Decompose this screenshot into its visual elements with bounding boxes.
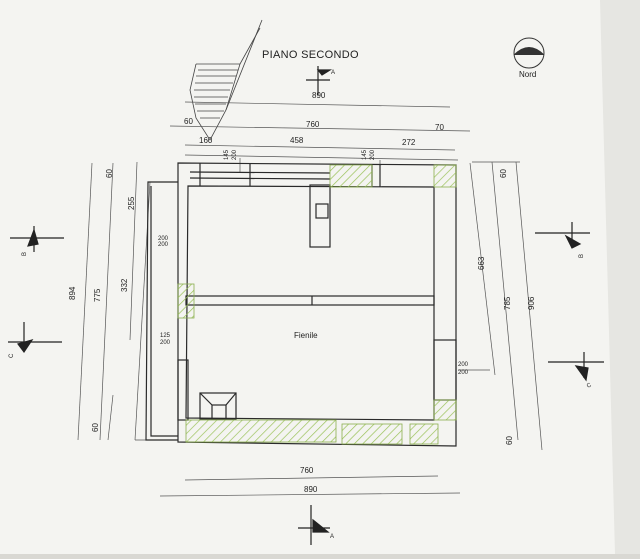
section-marker-b-right [535, 222, 590, 249]
section-label-a-top: A [331, 70, 335, 76]
dim-top-760: 760 [306, 120, 320, 129]
bottom-dimension-lines [159, 475, 461, 497]
dim-left-200-b: 200 [158, 242, 169, 248]
dim-left-894: 894 [68, 286, 77, 300]
dim-left-60-top: 60 [105, 169, 114, 178]
hatched-walls [177, 164, 457, 445]
dim-left-60-bottom: 60 [91, 423, 100, 432]
dim-left-775: 775 [93, 288, 102, 302]
dim-right-785: 785 [503, 296, 512, 310]
dim-left-332: 332 [120, 278, 129, 292]
dim-left-200-c: 200 [160, 340, 171, 346]
section-marker-b-left [10, 226, 64, 252]
dim-right-906: 906 [527, 296, 536, 310]
right-dimension-lines [458, 161, 543, 451]
section-marker-a-top [306, 66, 333, 95]
section-label-c-left: C [9, 353, 15, 358]
section-label-b-right: B [579, 254, 585, 258]
dim-top-458: 458 [290, 136, 304, 145]
dim-bottom-890: 890 [304, 485, 318, 494]
dim-top-890: 890 [312, 91, 326, 100]
paper-shadow [600, 0, 640, 554]
section-marker-c-right [548, 352, 604, 382]
section-label-b-left: B [22, 252, 28, 256]
plan-title: PIANO SECONDO [262, 49, 359, 61]
section-marker-c-left [8, 322, 62, 354]
dim-left-255: 255 [127, 196, 136, 210]
dim-right-60-top: 60 [499, 169, 508, 178]
dim-right-200-a: 200 [458, 362, 469, 368]
section-marker-a-bottom [298, 505, 330, 545]
staircase [189, 19, 263, 141]
dim-right-200-b: 200 [458, 370, 469, 376]
dim-top-145-b: 145 [362, 149, 368, 160]
room-label: Fienile [294, 331, 318, 340]
dim-right-60-bottom: 60 [505, 436, 514, 445]
dim-top-145-a: 145 [224, 149, 230, 160]
dim-bottom-760: 760 [300, 466, 314, 475]
north-label: Nord [519, 70, 536, 79]
dim-left-125: 125 [160, 333, 171, 339]
dim-right-663: 663 [477, 256, 486, 270]
section-label-a-bottom: A [330, 534, 334, 540]
top-dimension-lines [169, 101, 471, 172]
dim-top-70: 70 [435, 123, 444, 132]
dim-top-272: 272 [402, 138, 416, 147]
section-label-c-right: C [586, 382, 593, 390]
north-arrow-icon [513, 37, 545, 69]
dim-top-60: 60 [184, 117, 193, 126]
dim-top-200-b: 200 [370, 149, 376, 160]
dim-top-160: 160 [199, 136, 213, 145]
dim-left-200-a: 200 [158, 236, 169, 242]
dim-top-200-a: 200 [232, 149, 238, 160]
